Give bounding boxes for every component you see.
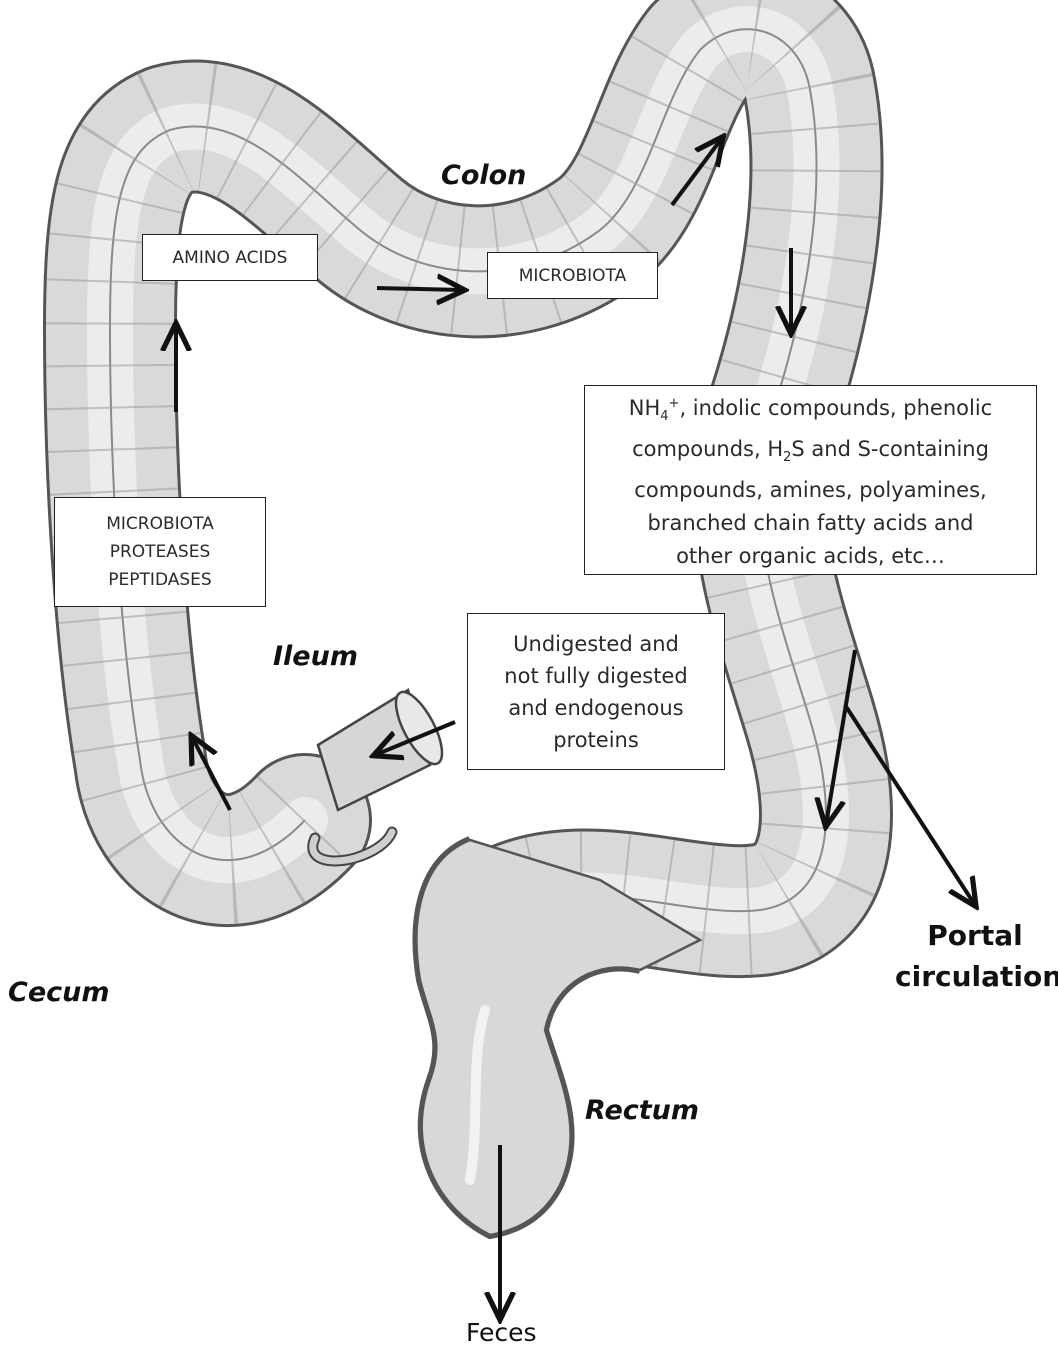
undigested-proteins-box: Undigested and not fully digested and en… [467, 613, 725, 770]
microbiota-text: MICROBIOTA [519, 262, 627, 290]
enzymes-line: PEPTIDASES [108, 566, 211, 594]
feces-label: Feces [466, 1318, 537, 1347]
arrow-aminoacids-to-microbiota [377, 288, 463, 290]
metabolites-line: NH4+, indolic compounds, phenolic [629, 387, 992, 433]
enzymes-line: MICROBIOTA [106, 510, 214, 538]
undigested-line: Undigested and [513, 628, 679, 660]
enzymes-line: PROTEASES [110, 538, 211, 566]
microbiota-box: MICROBIOTA [487, 252, 658, 299]
metabolites-box: NH4+, indolic compounds, phenolic compou… [584, 385, 1037, 575]
cecum-label: Cecum [8, 977, 110, 1008]
metabolites-line: branched chain fatty acids and [647, 507, 973, 540]
ileum-label: Ileum [273, 641, 358, 672]
colon-label: Colon [441, 160, 526, 191]
amino-acids-text: AMINO ACIDS [173, 244, 288, 272]
microbiota-enzymes-box: MICROBIOTA PROTEASES PEPTIDASES [54, 497, 266, 607]
undigested-line: and endogenous [508, 692, 683, 724]
amino-acids-box: AMINO ACIDS [142, 234, 318, 281]
undigested-line: not fully digested [504, 660, 687, 692]
undigested-line: proteins [553, 724, 639, 756]
metabolites-line: compounds, H2S and S-containing [632, 433, 989, 474]
metabolites-line: compounds, amines, polyamines, [634, 474, 986, 507]
rectum-label: Rectum [585, 1095, 699, 1126]
portal-circulation-label: Portal circulation [895, 915, 1055, 997]
metabolites-line: other organic acids, etc… [676, 540, 945, 573]
